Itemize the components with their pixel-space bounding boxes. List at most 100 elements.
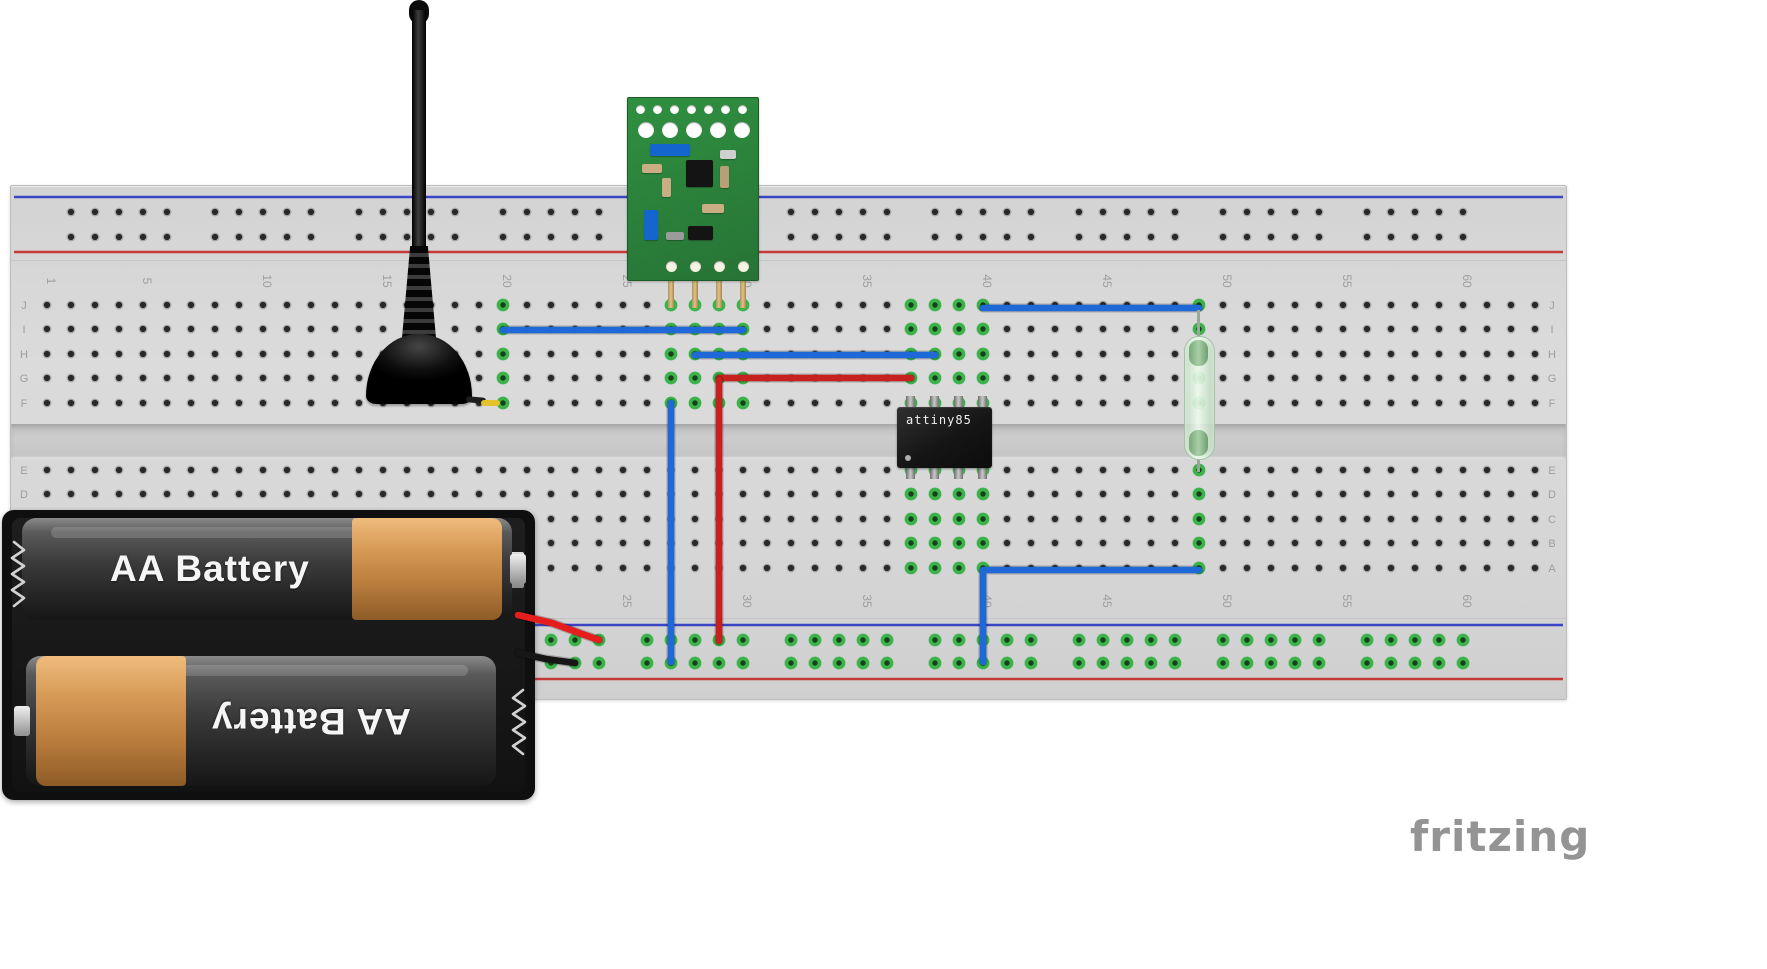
rf-module-component [688,226,713,240]
jumper-blue-bottom-right [979,566,1203,666]
svg-text:E: E [20,465,27,477]
svg-text:1: 1 [44,278,58,285]
rf-module-pin [668,276,674,308]
svg-text:E: E [1548,465,1555,477]
svg-text:D: D [20,489,28,501]
reed-switch-lead [1197,310,1200,342]
svg-text:D: D [1548,489,1556,501]
rf-module-pin [740,276,746,308]
attiny85-label: attiny85 [906,413,972,427]
rf-module-hole [670,105,679,114]
rf-module-hole [738,105,747,114]
svg-text:55: 55 [1340,594,1354,608]
reed-switch-contact [1189,340,1208,366]
svg-text:60: 60 [1460,594,1474,608]
rf-module-component [666,232,684,240]
svg-text:J: J [21,300,27,312]
svg-text:45: 45 [1100,594,1114,608]
battery-highlight [51,527,483,538]
svg-text:I: I [1550,324,1553,336]
svg-text:55: 55 [1340,274,1354,288]
breadboard-center-groove [11,424,1566,459]
battery-holder: AA Battery AA Battery [2,510,535,800]
svg-text:F: F [1549,398,1556,410]
rf-module-pin [716,276,722,308]
rf-module-component [720,166,729,188]
svg-text:50: 50 [1220,594,1234,608]
svg-text:5: 5 [140,278,154,285]
attiny85-pin [906,396,915,409]
svg-text:G: G [1548,373,1557,385]
svg-text:A: A [1548,563,1556,575]
svg-text:25: 25 [620,594,634,608]
aa-battery-top: AA Battery [22,518,526,620]
battery-positive-end [36,656,186,786]
svg-text:35: 35 [860,594,874,608]
rf-module-component [644,210,658,240]
svg-text:10: 10 [260,274,274,288]
fritzing-logo: fritzing [1410,812,1591,861]
rf-module-solder-pad [738,261,749,272]
svg-text:15: 15 [380,274,394,288]
battery-label: AA Battery [110,548,310,589]
reed-switch-glass [1184,336,1215,460]
rf-module-hole [686,122,702,138]
attiny85-pin1-dot [905,455,911,461]
attiny85-pin [954,396,963,409]
rf-module-hole [721,105,730,114]
rf-module-solder-pad [690,261,701,272]
svg-text:G: G [20,373,29,385]
svg-text:H: H [20,349,28,361]
battery-positive-end [352,518,502,620]
rf-module-component [650,144,690,156]
attiny85-pin [906,466,915,479]
svg-text:50: 50 [1220,274,1234,288]
attiny85-pin [930,396,939,409]
attiny85-pin [978,396,987,409]
svg-text:40: 40 [980,274,994,288]
rf-module-component [720,150,736,159]
reed-switch-lead [1197,454,1200,472]
rf-module-hole [653,105,662,114]
rf-module-hole [704,105,713,114]
aa-battery-bottom: AA Battery [14,656,496,786]
svg-text:B: B [1548,538,1555,550]
holder-spring-top-left [10,540,26,608]
rf-module-hole [662,122,678,138]
breadboard-seam [11,260,1566,261]
svg-text:C: C [1548,514,1556,526]
battery-highlight [54,665,468,676]
svg-text:H: H [1548,349,1556,361]
rf-module-solder-pad [666,261,677,272]
rf-module-hole [636,105,645,114]
attiny85-body: attiny85 [897,407,992,468]
battery-black-lead [514,649,579,667]
svg-text:30: 30 [740,594,754,608]
rf-module-hole [638,122,654,138]
battery-red-lead [514,611,603,644]
svg-text:J: J [1549,300,1555,312]
rf-module-pcb [627,97,759,281]
rf-module-hole [687,105,696,114]
svg-text:F: F [21,398,28,410]
svg-text:45: 45 [1100,274,1114,288]
svg-text:35: 35 [860,274,874,288]
svg-text:I: I [22,324,25,336]
rf-module-component [662,178,671,197]
battery-positive-terminal [510,554,526,584]
attiny85-pin [930,466,939,479]
svg-text:20: 20 [500,274,514,288]
rf-module-component [686,160,713,187]
rf-module-component [702,204,724,213]
reed-switch-contact [1189,430,1208,456]
rf-module-component [642,164,662,173]
antenna-lead-tip [481,400,500,406]
attiny85-pin [954,466,963,479]
rf-module-hole [710,122,726,138]
antenna-rod [412,10,426,252]
rf-module-pin [692,276,698,308]
holder-spring-bottom-right [511,688,527,756]
